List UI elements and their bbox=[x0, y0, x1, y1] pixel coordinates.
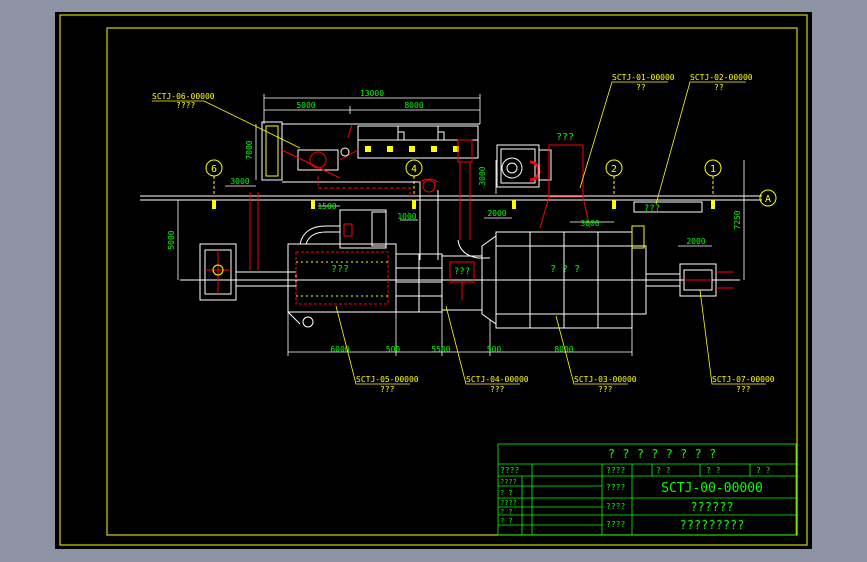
callout-06-code: SCTJ-06-00000 bbox=[152, 92, 215, 101]
title-block-drawing-no: SCTJ-00-00000 bbox=[661, 481, 763, 496]
grid-marker-1: 1 bbox=[704, 159, 722, 196]
dim-2000-right: 2000 bbox=[686, 237, 705, 246]
callout-02-code: SCTJ-02-00000 bbox=[690, 73, 753, 82]
panel-label: ??? bbox=[454, 267, 470, 277]
grid-2-box bbox=[633, 201, 703, 213]
title-block-label-top: ???? bbox=[500, 466, 519, 475]
dim-500-a: 500 bbox=[386, 345, 401, 354]
title-block-mid-2: ???? bbox=[606, 520, 625, 529]
grid-marker-2-label: 2 bbox=[611, 164, 617, 175]
callout-03-code: SCTJ-03-00000 bbox=[574, 375, 637, 384]
grid-marker-2: 2 bbox=[605, 159, 623, 196]
right-unloading-machine bbox=[679, 263, 734, 297]
outer-frame bbox=[59, 14, 808, 546]
top-conveyor-small-hoppers bbox=[397, 131, 445, 141]
title-block-name-2: ????????? bbox=[679, 518, 744, 532]
dimension-lines bbox=[177, 94, 745, 356]
callout-02-name: ?? bbox=[714, 83, 724, 92]
callout-06-name: ???? bbox=[176, 101, 195, 110]
dim-total: 13000 bbox=[360, 89, 384, 98]
top-conveyor-hopper-marks bbox=[365, 146, 459, 152]
callout-texts: SCTJ-06-00000 ???? SCTJ-01-00000 ?? SCTJ… bbox=[152, 73, 775, 394]
title-block-left-0: ???? bbox=[500, 478, 517, 486]
callout-03-name: ??? bbox=[598, 385, 613, 394]
title-block-texts: ? ? ? ? ? ? ? ? ???? ???? ? ? ? ? ? ? ??… bbox=[500, 447, 771, 532]
dim-7000: 7000 bbox=[245, 140, 254, 159]
grid-marker-1-label: 1 bbox=[710, 164, 716, 175]
title-block-left-1: ? ? bbox=[500, 489, 513, 497]
dim-1000: 1000 bbox=[397, 212, 416, 221]
grid-marker-a-label: A bbox=[765, 194, 771, 205]
left-red-duct bbox=[317, 176, 411, 196]
grid-marker-4: 4 bbox=[405, 159, 423, 196]
duct-bend bbox=[457, 239, 490, 259]
callout-01-name: ?? bbox=[636, 83, 646, 92]
dim-6000: 6000 bbox=[330, 345, 349, 354]
callout-07-code: SCTJ-07-00000 bbox=[712, 375, 775, 384]
rotary-drum bbox=[481, 225, 647, 329]
left-drop-duct bbox=[249, 192, 259, 270]
grid-2-box-label: ??? bbox=[644, 204, 660, 214]
callout-05-code: SCTJ-05-00000 bbox=[356, 375, 419, 384]
grid-marker-a: A bbox=[759, 189, 777, 207]
top-duct-section bbox=[347, 123, 473, 240]
dim-3000-left: 3000 bbox=[230, 177, 249, 186]
title-block-left-4: ? ? bbox=[500, 517, 513, 525]
vertical-duct bbox=[419, 178, 439, 260]
title-block-left-2: ???? bbox=[500, 499, 517, 507]
title-block-header-3: ? ? bbox=[756, 466, 771, 475]
dim-500-b: 500 bbox=[487, 345, 502, 354]
exhaust-hood bbox=[539, 144, 591, 229]
dim-3000-right: 3000 bbox=[580, 219, 599, 228]
callout-07-name: ??? bbox=[736, 385, 751, 394]
grid-marker-6: 6 bbox=[205, 159, 223, 196]
feed-motor bbox=[297, 147, 359, 171]
dimension-texts: 13000 5000 8000 7000 3000 1500 1000 3000… bbox=[167, 89, 742, 354]
title-block-left-3: ? ? bbox=[500, 508, 513, 516]
title-block-name-1: ?????? bbox=[690, 500, 733, 514]
dim-7250: 7250 bbox=[733, 210, 742, 229]
dim-5000-left: 5000 bbox=[167, 230, 176, 249]
callout-05-name: ??? bbox=[380, 385, 395, 394]
drum-label: ? ? ? bbox=[550, 264, 580, 275]
title-block bbox=[497, 443, 797, 536]
grid-marker-4-label: 4 bbox=[411, 164, 417, 175]
dim-2000-mid: 2000 bbox=[487, 209, 506, 218]
discharge-rail bbox=[646, 273, 680, 287]
inner-frame bbox=[106, 27, 798, 536]
callout-04-code: SCTJ-04-00000 bbox=[466, 375, 529, 384]
dim-8000-top: 8000 bbox=[404, 101, 423, 110]
dim-5000-top: 5000 bbox=[296, 101, 315, 110]
column-posts bbox=[212, 200, 715, 209]
top-conveyor bbox=[261, 121, 480, 183]
title-block-mid-1: ???? bbox=[606, 502, 625, 511]
cyclone-housing bbox=[496, 144, 552, 188]
grid-marker-6-label: 6 bbox=[211, 164, 217, 175]
title-block-header-0: ???? bbox=[606, 466, 625, 475]
furnace-label: ??? bbox=[331, 264, 349, 275]
dim-8000-bottom: 8000 bbox=[554, 345, 573, 354]
title-block-title: ? ? ? ? ? ? ? ? bbox=[608, 447, 716, 461]
dim-3000-mid: 3000 bbox=[478, 166, 487, 185]
left-furnace bbox=[287, 243, 397, 328]
conveyor-leader bbox=[281, 149, 341, 179]
left-loading-machine bbox=[199, 243, 237, 301]
title-block-mid-0: ???? bbox=[606, 483, 625, 492]
dim-5500: 5500 bbox=[431, 345, 450, 354]
callout-01-code: SCTJ-01-00000 bbox=[612, 73, 675, 82]
scrubber-tower bbox=[299, 209, 387, 249]
title-block-header-2: ? ? bbox=[706, 466, 721, 475]
hood-label: ??? bbox=[556, 132, 574, 143]
dim-1500: 1500 bbox=[317, 202, 336, 211]
callout-04-name: ??? bbox=[490, 385, 505, 394]
callout-leaders bbox=[152, 81, 766, 385]
title-block-header-1: ? ? bbox=[656, 466, 671, 475]
